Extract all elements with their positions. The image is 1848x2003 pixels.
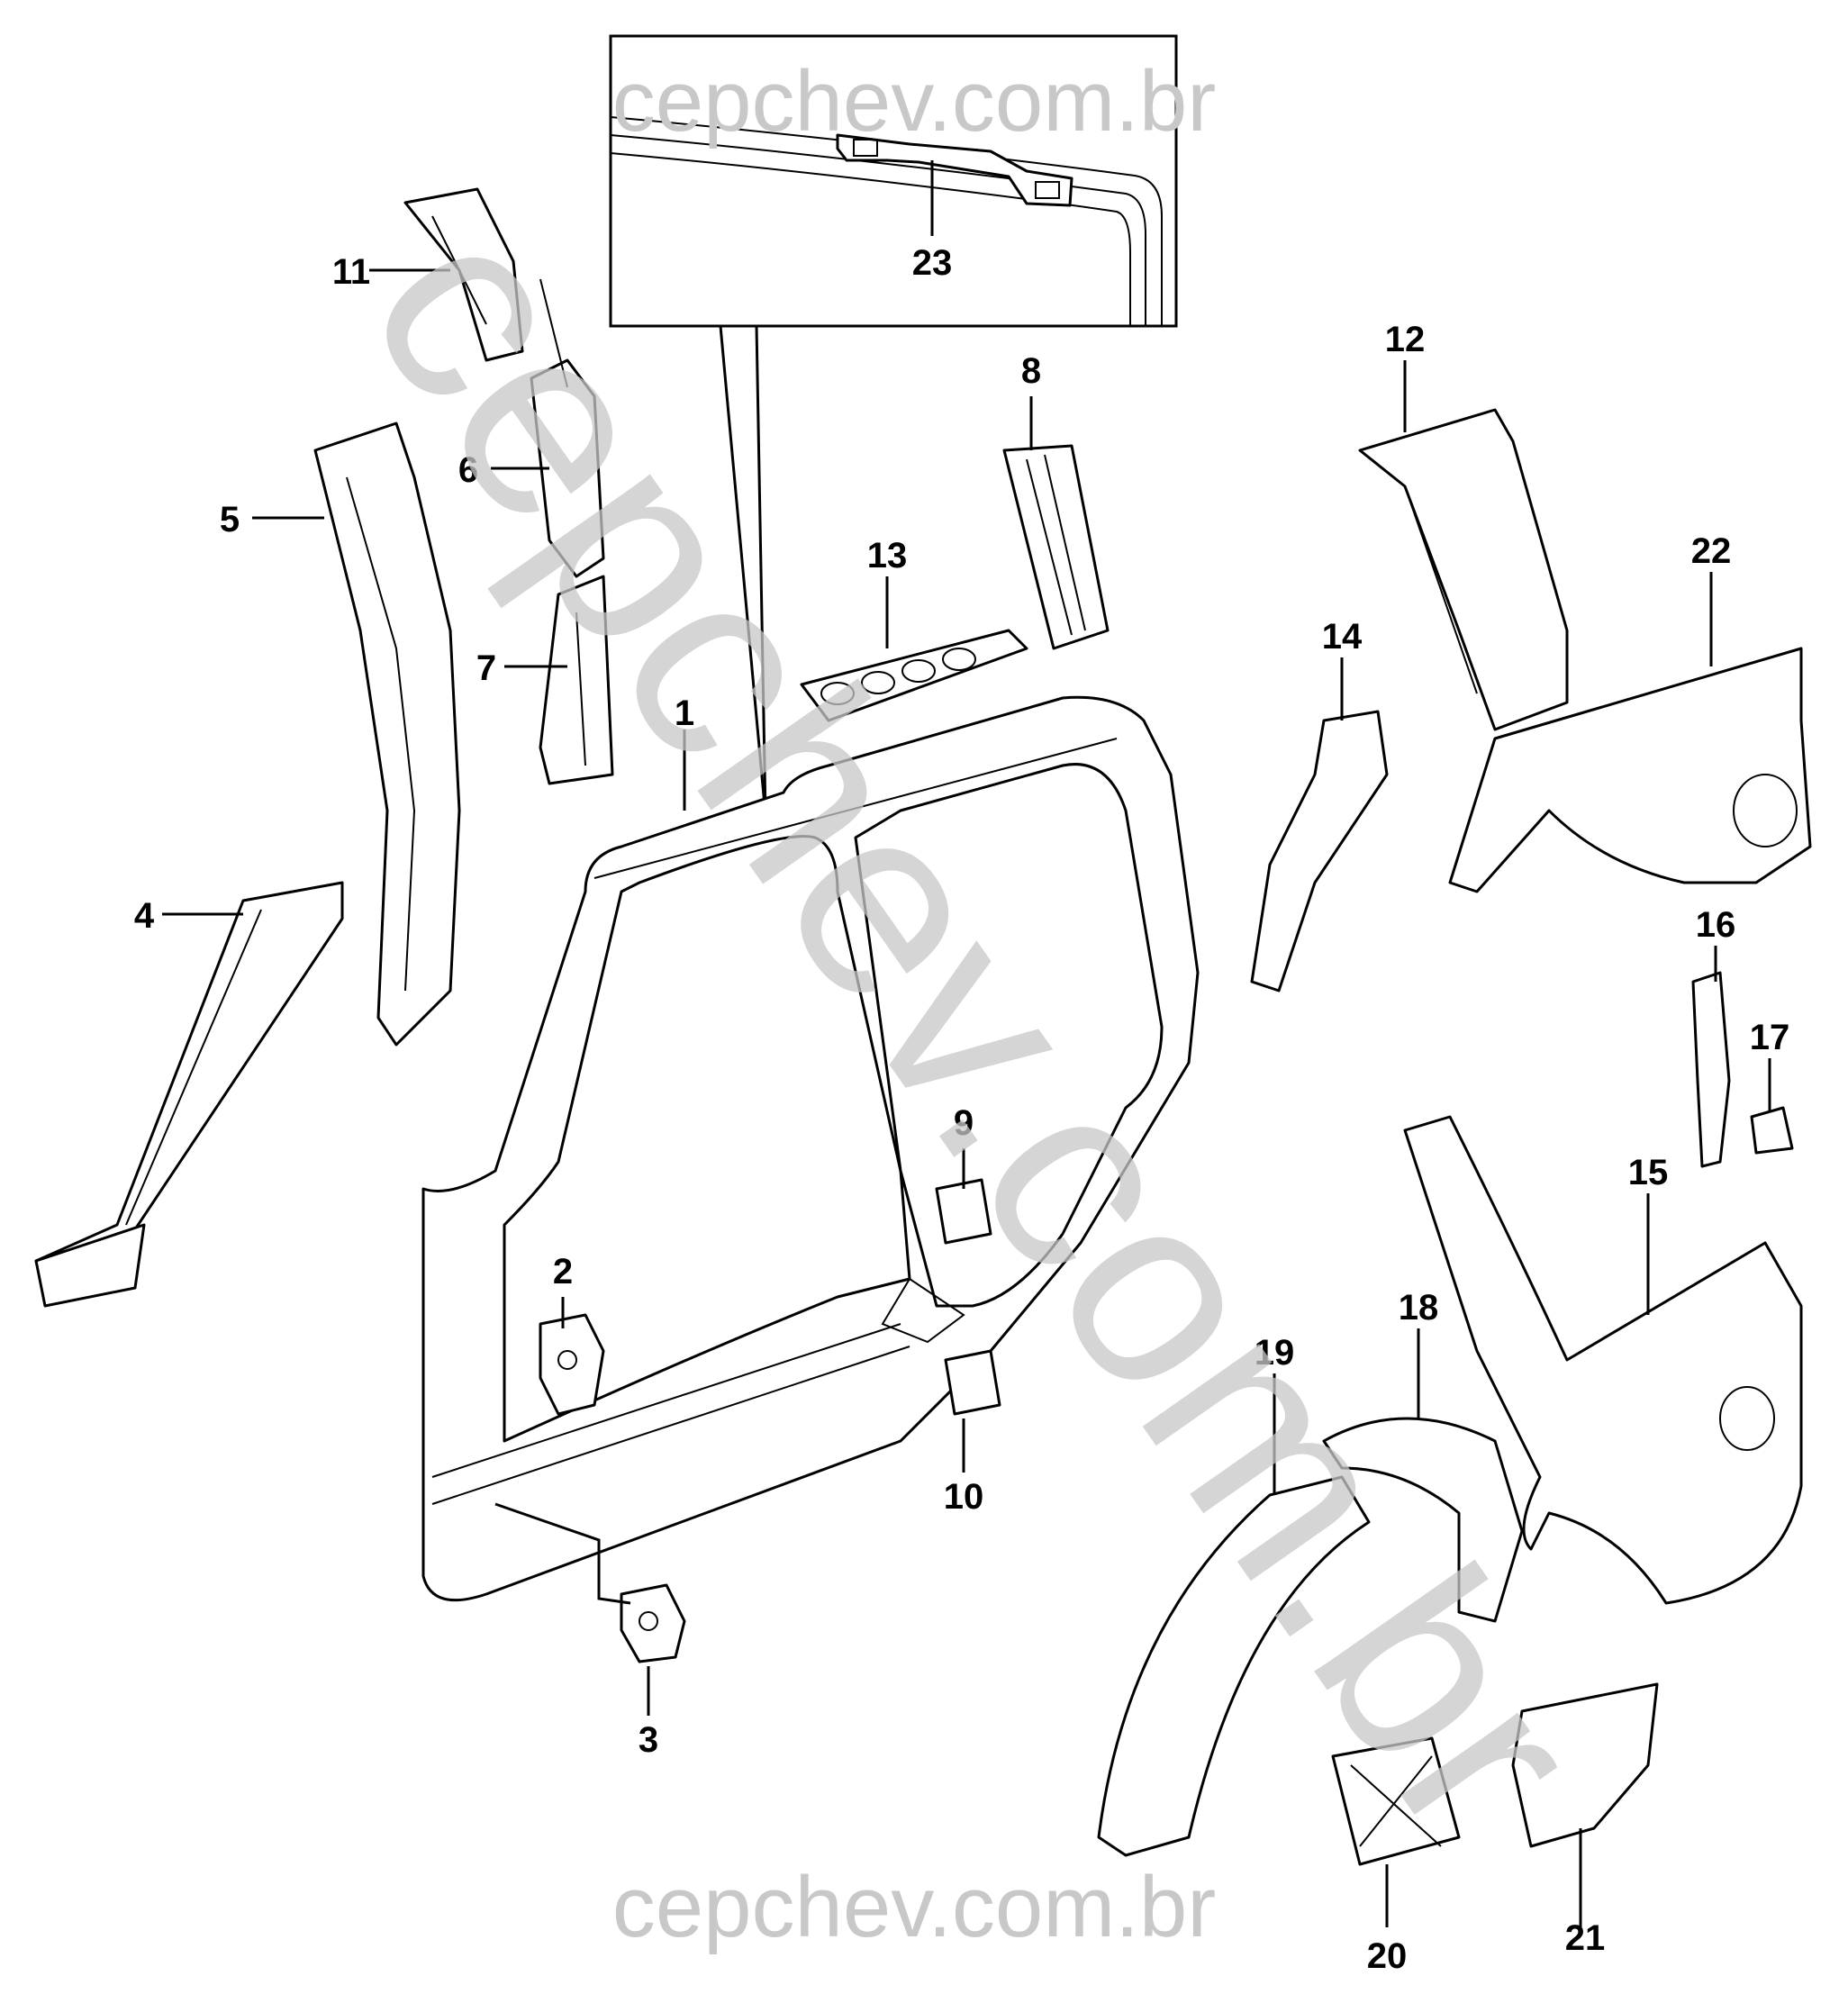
callout-9: 9 bbox=[954, 1103, 974, 1143]
callout-labels: 1 2 3 4 5 6 7 8 9 10 11 12 13 14 15 16 1… bbox=[134, 243, 1789, 1976]
part-12-rear-pillar bbox=[1358, 408, 1569, 731]
callout-8: 8 bbox=[1021, 351, 1041, 391]
callout-18: 18 bbox=[1399, 1288, 1439, 1328]
callout-17: 17 bbox=[1750, 1018, 1790, 1057]
part-22-inner-quarter bbox=[1448, 647, 1812, 893]
part-21-corner-bracket bbox=[1511, 1682, 1659, 1848]
part-13-roof-bow bbox=[800, 629, 1028, 722]
callout-20: 20 bbox=[1367, 1936, 1408, 1976]
part-14-wheelhouse-inner bbox=[1250, 710, 1389, 992]
callout-11: 11 bbox=[332, 252, 370, 292]
part-8-reinforcement bbox=[1002, 444, 1110, 650]
part-9-striker bbox=[935, 1178, 992, 1245]
callout-14: 14 bbox=[1322, 617, 1363, 657]
part-2-upper-hinge bbox=[539, 1313, 605, 1416]
callout-1: 1 bbox=[675, 693, 694, 733]
part-16-bracket bbox=[1691, 971, 1731, 1168]
part-7-pillar-lower bbox=[539, 575, 614, 785]
callout-3: 3 bbox=[639, 1720, 658, 1760]
part-23-bracket bbox=[836, 133, 1073, 207]
part-3-lower-hinge bbox=[620, 1583, 686, 1663]
part-4-hinge-pillar bbox=[34, 881, 344, 1308]
callout-7: 7 bbox=[476, 648, 496, 688]
callout-10: 10 bbox=[944, 1477, 984, 1517]
callout-4: 4 bbox=[134, 896, 155, 936]
part-17-clip bbox=[1750, 1106, 1794, 1155]
callout-12: 12 bbox=[1385, 320, 1426, 359]
callout-6: 6 bbox=[458, 450, 478, 490]
watermark-bottom: cepchev.com.br bbox=[612, 1859, 1217, 1955]
part-11-upper-bracket bbox=[403, 187, 524, 362]
part-19-wheelhouse-outer bbox=[1097, 1475, 1371, 1857]
callout-19: 19 bbox=[1255, 1333, 1295, 1373]
part-6-pillar-upper bbox=[530, 278, 605, 578]
part-1-side-frame bbox=[421, 695, 1200, 1602]
part-15-quarter-panel bbox=[1403, 1115, 1803, 1605]
callout-21: 21 bbox=[1565, 1918, 1606, 1958]
part-20-patch-panel bbox=[1331, 1736, 1461, 1866]
callout-22: 22 bbox=[1691, 531, 1732, 571]
callout-16: 16 bbox=[1696, 905, 1736, 945]
callout-23: 23 bbox=[912, 243, 953, 283]
inset-box bbox=[609, 34, 1178, 328]
part-10-striker bbox=[944, 1349, 1001, 1416]
part-18-wheel-liner bbox=[1322, 1417, 1524, 1623]
callout-13: 13 bbox=[867, 536, 908, 576]
callout-5: 5 bbox=[220, 500, 240, 539]
watermark-top: cepchev.com.br bbox=[612, 53, 1217, 150]
callout-15: 15 bbox=[1628, 1153, 1669, 1192]
callout-2: 2 bbox=[553, 1252, 573, 1292]
part-5-a-pillar bbox=[313, 421, 461, 1047]
